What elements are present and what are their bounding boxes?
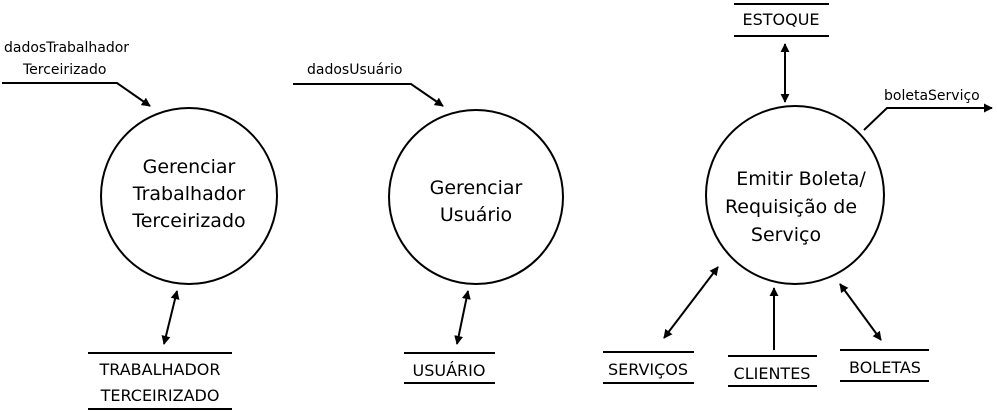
flow-dados-usuario: dadosUsuário (293, 62, 444, 107)
flow-arrow (293, 83, 444, 107)
process-circle (388, 109, 564, 285)
flow-boleta-servico: boletaServiço (863, 88, 993, 131)
store-label-line: TRABALHADOR (98, 360, 220, 379)
flow-label-line: boletaServiço (884, 88, 980, 104)
store-clientes: CLIENTES (728, 287, 817, 387)
flow-dados-trabalhador-terceirizado: dadosTrabalhador Terceirizado (2, 40, 151, 107)
process-gerenciar-trabalhador-terceirizado: Gerenciar Trabalhador Terceirizado (100, 107, 278, 285)
process-label-line: Gerenciar (143, 156, 236, 178)
store-label-line: TERCEIRIZADO (100, 386, 220, 405)
process-gerenciar-usuario: Gerenciar Usuário (388, 109, 564, 285)
store-label-line: CLIENTES (734, 364, 811, 383)
store-connector (454, 290, 471, 345)
store-label-line: ESTOQUE (742, 10, 819, 29)
process-circle (705, 105, 885, 285)
flow-label-line: dadosUsuário (307, 62, 402, 78)
store-label-line: USUÁRIO (413, 361, 486, 380)
flow-arrow (2, 82, 151, 107)
process-label-line: Trabalhador (132, 183, 246, 205)
store-usuario: USUÁRIO (404, 290, 495, 384)
store-connector (663, 266, 719, 339)
process-label-line: Serviço (751, 224, 821, 246)
store-connector (839, 283, 882, 341)
process-label-line: Gerenciar (430, 177, 523, 199)
store-boletas: BOLETAS (839, 283, 929, 382)
store-trabalhador-terceirizado: TRABALHADOR TERCEIRIZADO (88, 290, 232, 410)
process-label-line: Usuário (440, 204, 512, 226)
flow-label-line: dadosTrabalhador (4, 40, 129, 56)
process-label-line: Terceirizado (131, 210, 245, 232)
store-label-line: BOLETAS (849, 358, 921, 377)
process-label-line: Emitir Boleta/ (736, 168, 866, 190)
process-circle (100, 107, 278, 285)
store-estoque: ESTOQUE (734, 3, 829, 103)
flow-label-line: Terceirizado (22, 62, 106, 78)
store-label-line: SERVIÇOS (608, 360, 688, 379)
process-emitir-boleta: Emitir Boleta/ Requisição de Serviço (705, 105, 885, 285)
process-label-line: Requisição de (725, 196, 857, 218)
store-connector (161, 290, 180, 345)
flow-arrow (863, 103, 993, 131)
store-servicos: SERVIÇOS (603, 266, 719, 384)
